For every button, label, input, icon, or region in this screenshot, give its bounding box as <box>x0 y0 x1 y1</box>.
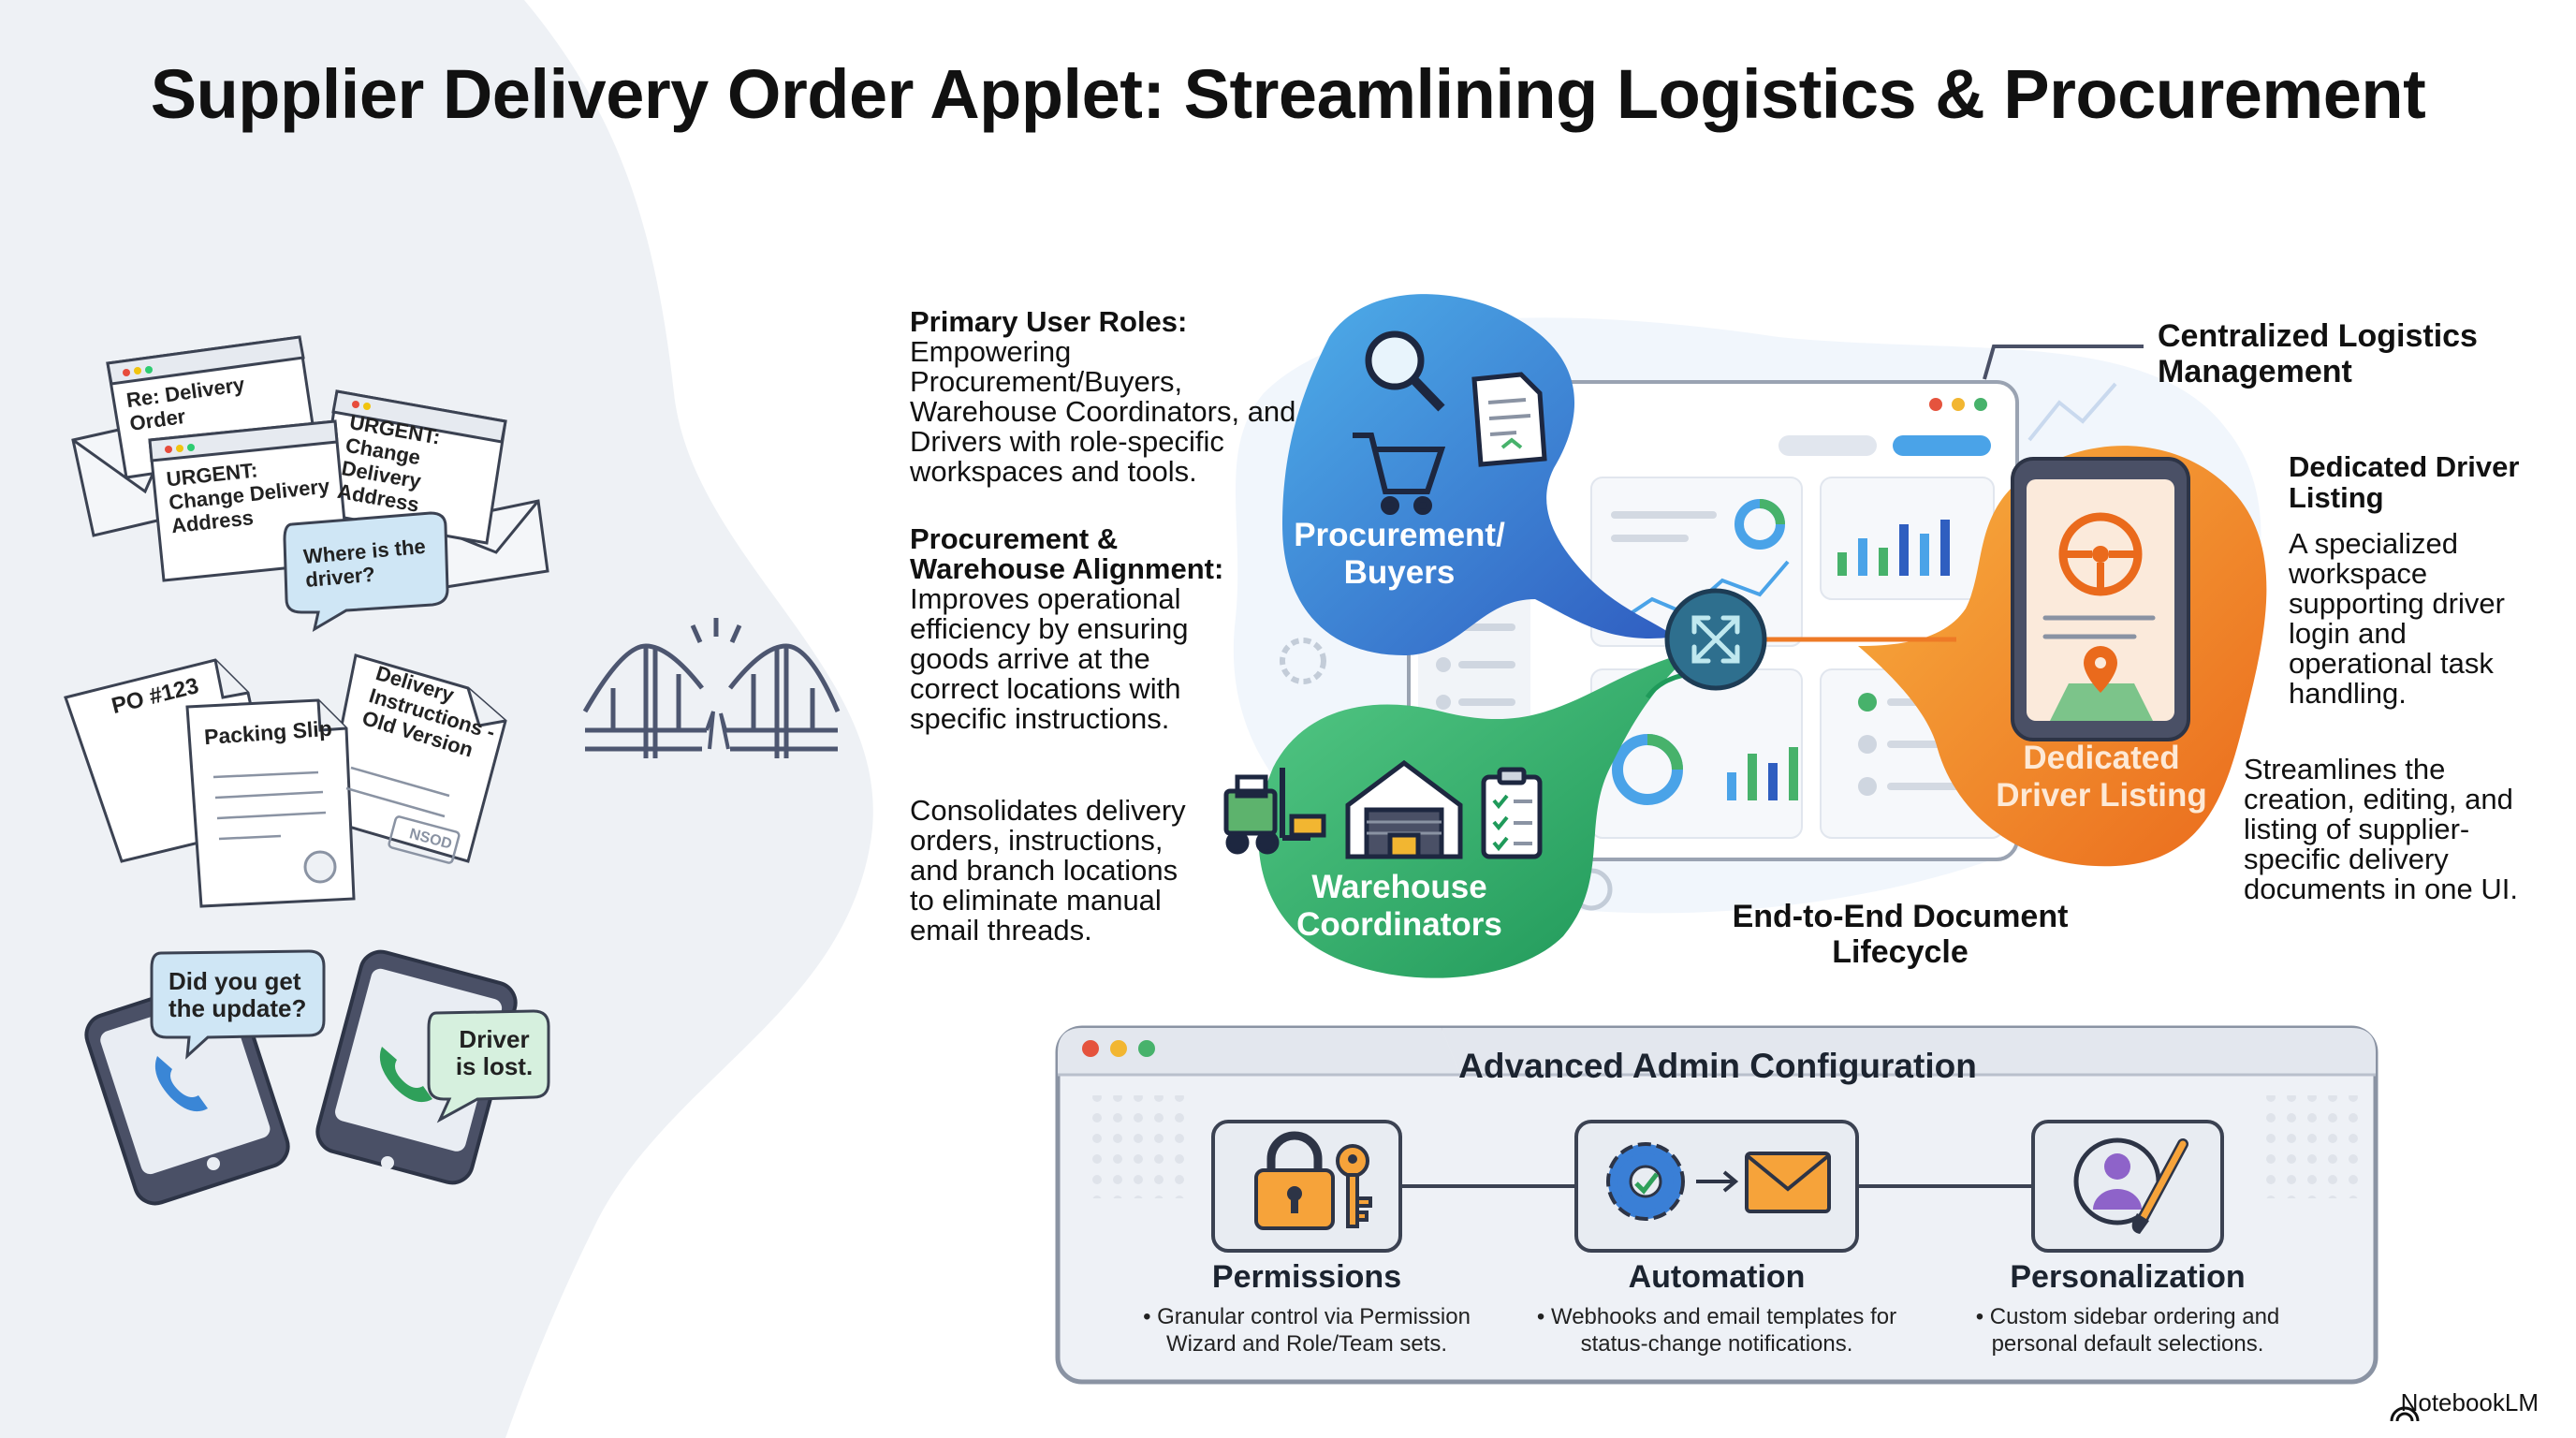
cart-icon <box>1353 433 1446 515</box>
alignment-block: Procurement & Warehouse Alignment: Impro… <box>910 524 1237 734</box>
streamlines-text: Streamlines the creation, editing, and l… <box>2244 753 2518 905</box>
phone-bubble-1 <box>150 949 326 1060</box>
warehouse-label: Warehouse Coordinators <box>1296 869 1502 943</box>
call-icon-2 <box>379 1047 432 1103</box>
admin-title: Advanced Admin Configuration <box>1458 1047 1977 1085</box>
centralized-heading: Centralized Logistics Management <box>2158 318 2478 389</box>
magnifier-icon <box>1365 330 1445 412</box>
driver-phone-icon <box>2011 457 2190 741</box>
alignment-heading: Procurement & Warehouse Alignment: <box>910 522 1224 585</box>
paint-brush-icon <box>2131 1138 2188 1234</box>
checklist-icon <box>1481 767 1543 859</box>
notebooklm-logo-icon <box>2390 1406 2420 1422</box>
roles-block: Primary User Roles: Empowering Procureme… <box>910 307 1322 487</box>
personalization-card[interactable]: Personalization • Custom sidebar orderin… <box>1940 1259 2315 1357</box>
gear-decor-icon <box>1280 638 1326 684</box>
user-profile-icon <box>2073 1137 2161 1225</box>
personalization-title: Personalization <box>2010 1259 2246 1295</box>
key-icon <box>1336 1144 1372 1228</box>
warehouse-icon <box>1345 759 1463 859</box>
warehouse-blob <box>1258 651 1694 978</box>
brand-text: NotebookLM <box>2400 1388 2539 1416</box>
permissions-card[interactable]: Permissions • Granular control via Permi… <box>1120 1259 1494 1357</box>
lifecycle-label: End-to-End Document Lifecycle <box>1732 899 2069 970</box>
stamp <box>388 815 461 864</box>
phone-bubble-2 <box>427 1009 550 1123</box>
chat-bubble <box>283 511 449 633</box>
document-icon <box>1471 372 1547 467</box>
driver-body: A specialized workspace supporting drive… <box>2289 527 2505 710</box>
alignment-body: Improves operational efficiency by ensur… <box>910 582 1189 735</box>
roles-heading: Primary User Roles: <box>910 305 1188 338</box>
lock-icon <box>1254 1131 1335 1230</box>
call-icon-1 <box>154 1056 208 1112</box>
permissions-desc: • Granular control via Permission Wizard… <box>1143 1304 1471 1357</box>
automation-title: Automation <box>1628 1259 1806 1295</box>
automation-desc: • Webhooks and email templates for statu… <box>1536 1304 1897 1357</box>
phone-bubble-2-text: Driver is lost. <box>455 1025 534 1080</box>
arrow-right-icon <box>1696 1170 1739 1193</box>
driver-heading: Dedicated Driver Listing <box>2289 450 2520 514</box>
phone-bubble-1-text: Did you get the update? <box>168 967 307 1022</box>
brand-watermark: NotebookLM <box>2401 1388 2539 1417</box>
email-icon <box>1745 1152 1831 1213</box>
automation-card[interactable]: Automation • Webhooks and email template… <box>1530 1259 1904 1357</box>
gear-icon <box>1606 1142 1685 1221</box>
roles-body: Empowering Procurement/Buyers, Warehouse… <box>910 335 1296 488</box>
personalization-desc: • Custom sidebar ordering and personal d… <box>1975 1304 2280 1357</box>
permissions-title: Permissions <box>1211 1259 1402 1295</box>
forklift-icon <box>1223 768 1326 855</box>
procurement-label: Procurement/ Buyers <box>1294 517 1505 591</box>
driver-blob-label: Dedicated Driver Listing <box>1996 740 2207 814</box>
broken-bridge-icon <box>582 618 841 758</box>
seal-icon <box>303 850 337 884</box>
consolidates-text: Consolidates delivery orders, instructio… <box>910 794 1186 946</box>
page-title: Supplier Delivery Order Applet: Streamli… <box>150 55 2426 133</box>
